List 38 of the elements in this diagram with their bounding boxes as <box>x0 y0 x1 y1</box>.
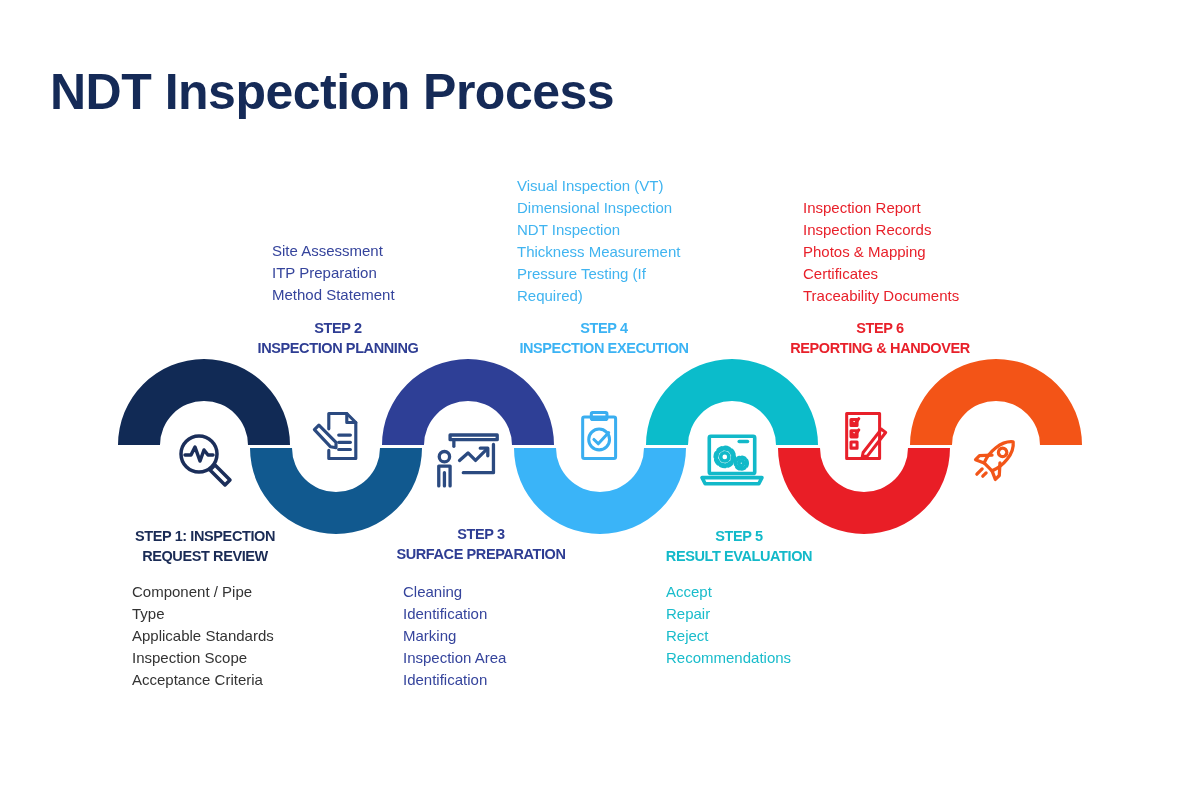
list-item: Identification <box>403 604 488 624</box>
list-item: Thickness Measurement <box>517 242 681 262</box>
list-item: Certificates <box>803 264 879 284</box>
list-item: ITP Preparation <box>272 263 377 283</box>
list-item: Method Statement <box>272 285 395 305</box>
step-heading: STEP 1: INSPECTION REQUEST REVIEW <box>135 527 275 566</box>
list-item: Photos & Mapping <box>803 242 926 262</box>
list-item: Pressure Testing (If Required) <box>517 264 647 306</box>
list-item: Recommendations <box>666 648 792 668</box>
list-item: Traceability Documents <box>803 286 960 306</box>
arc-segment <box>118 359 290 445</box>
list-item: Inspection Scope <box>132 648 248 668</box>
arc-segment <box>778 448 950 534</box>
list-item: Dimensional Inspection <box>517 198 673 218</box>
list-item: Component / Pipe Type <box>132 582 254 624</box>
list-item: Reject <box>666 626 709 646</box>
step-heading: STEP 4 INSPECTION EXECUTION <box>519 319 689 358</box>
list-item: Repair <box>666 604 711 624</box>
list-item: Cleaning <box>403 582 463 602</box>
list-item: Accept <box>666 582 712 602</box>
arc-segment <box>382 359 554 445</box>
list-item: Applicable Standards <box>132 626 274 646</box>
step-heading: STEP 6 REPORTING & HANDOVER <box>790 319 970 358</box>
list-item: Acceptance Criteria <box>132 670 263 690</box>
list-item: Site Assessment <box>272 241 383 261</box>
step-heading: STEP 3 SURFACE PREPARATION <box>396 525 566 564</box>
arc-segment <box>910 359 1082 445</box>
list-item: Inspection Area Identification <box>403 648 508 690</box>
step-heading: STEP 5 RESULT EVALUATION <box>665 527 813 566</box>
list-item: Inspection Records <box>803 220 932 240</box>
list-item: Marking <box>403 626 457 646</box>
step-heading: STEP 2 INSPECTION PLANNING <box>257 319 419 358</box>
page-title: NDT Inspection Process <box>50 64 615 120</box>
arc-segment <box>646 359 818 445</box>
list-item: Inspection Report <box>803 198 921 218</box>
arc-segment <box>514 448 686 534</box>
list-item: Visual Inspection (VT) <box>517 176 664 196</box>
list-item: NDT Inspection <box>517 220 621 240</box>
